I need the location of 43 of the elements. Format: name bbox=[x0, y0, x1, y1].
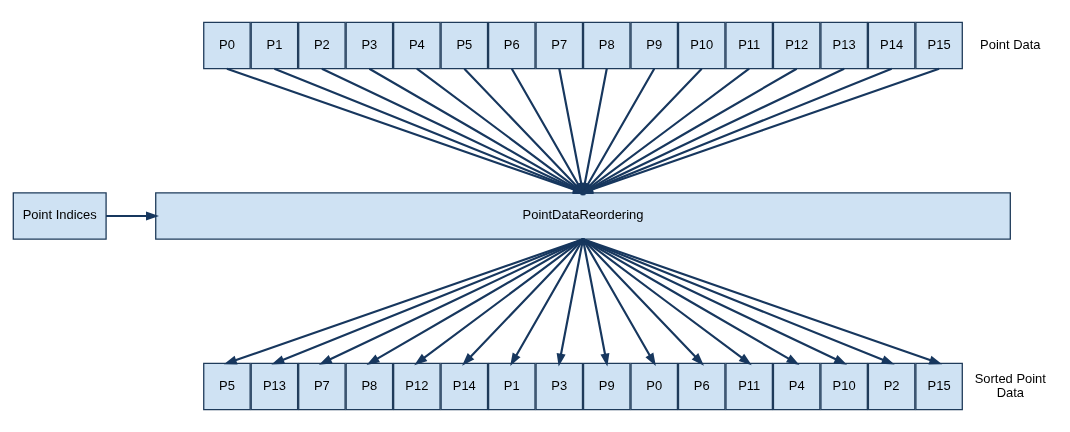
node-box: P3 bbox=[345, 21, 394, 70]
node-box: PointDataReordering bbox=[155, 192, 1011, 240]
node-box: P0 bbox=[203, 21, 251, 70]
arrow bbox=[581, 239, 610, 367]
node-box: P4 bbox=[393, 21, 441, 70]
arrow bbox=[366, 238, 584, 365]
node-box: P1 bbox=[487, 362, 536, 411]
node-box: P0 bbox=[630, 362, 679, 411]
arrow bbox=[556, 239, 585, 367]
node-box: P11 bbox=[725, 362, 774, 411]
node-box: P11 bbox=[725, 21, 774, 70]
node-box: P2 bbox=[867, 362, 916, 411]
node-box: Point Indices bbox=[12, 192, 107, 240]
node-box: P4 bbox=[772, 362, 821, 411]
label: Sorted Point Data bbox=[974, 370, 1046, 400]
node-box: P15 bbox=[915, 362, 963, 411]
arrow bbox=[582, 238, 800, 365]
node-box: P2 bbox=[298, 21, 346, 70]
arrow bbox=[106, 211, 159, 221]
label: Point Data bbox=[980, 36, 1041, 52]
node-box: P9 bbox=[630, 21, 679, 70]
node-box: P9 bbox=[582, 362, 631, 411]
node-box: P10 bbox=[820, 362, 868, 411]
arrow bbox=[318, 238, 584, 365]
arrow bbox=[582, 238, 848, 365]
node-box: P3 bbox=[535, 362, 584, 411]
node-box: P12 bbox=[393, 362, 441, 411]
node-box: P5 bbox=[440, 21, 489, 70]
node-box: P10 bbox=[677, 21, 726, 70]
node-box: P12 bbox=[772, 21, 821, 70]
node-box: P7 bbox=[535, 21, 584, 70]
node-box: P7 bbox=[298, 362, 346, 411]
node-box: P8 bbox=[582, 21, 631, 70]
node-box: P14 bbox=[440, 362, 489, 411]
node-box: P6 bbox=[487, 21, 536, 70]
node-box: P13 bbox=[820, 21, 868, 70]
node-box: P8 bbox=[345, 362, 394, 411]
node-box: P15 bbox=[915, 21, 963, 70]
node-box: P5 bbox=[203, 362, 251, 411]
node-box: P1 bbox=[250, 21, 299, 70]
node-box: P14 bbox=[867, 21, 916, 70]
node-box: P6 bbox=[677, 362, 726, 411]
node-box: P13 bbox=[250, 362, 299, 411]
